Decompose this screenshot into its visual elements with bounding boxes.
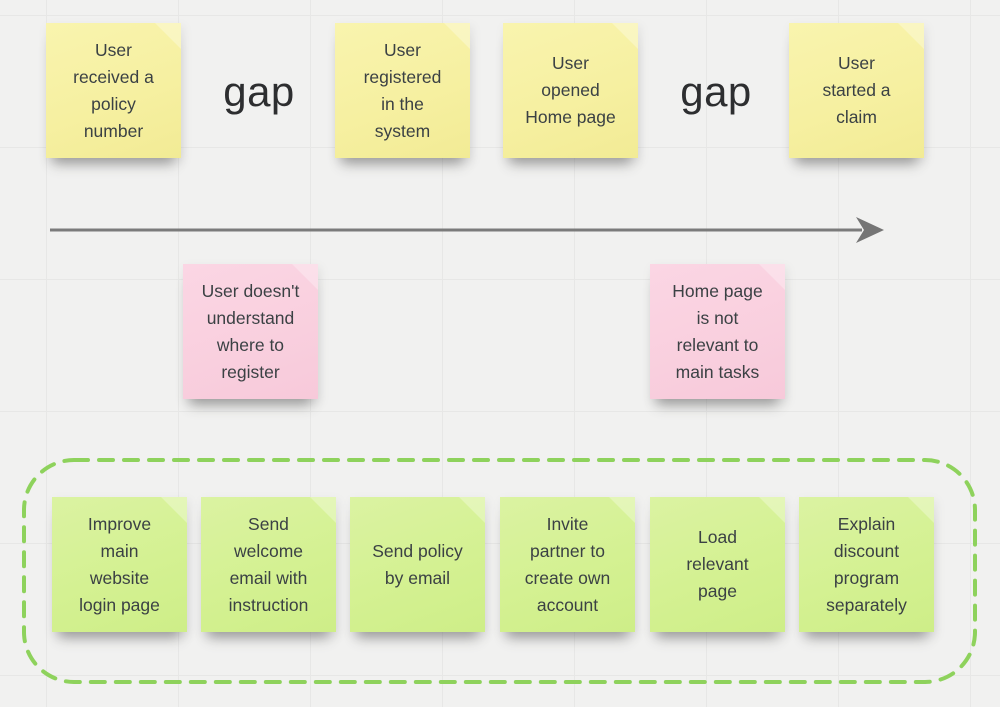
pain-note-register-confusion[interactable]: User doesn't understand where to registe… bbox=[183, 264, 318, 399]
step-note-text: User registered in the system bbox=[363, 39, 442, 141]
step-note-text: User received a policy number bbox=[73, 39, 154, 141]
solution-note-explain-discount[interactable]: Explain discount program separately bbox=[799, 497, 934, 632]
step-note-started-claim[interactable]: User started a claim bbox=[789, 23, 924, 158]
gap-label-2[interactable]: gap bbox=[680, 68, 752, 115]
solution-note-text: Load relevant page bbox=[686, 527, 749, 601]
pain-note-home-irrelevant[interactable]: Home page is not relevant to main tasks bbox=[650, 264, 785, 399]
solution-note-text: Explain discount program separately bbox=[826, 513, 907, 615]
solution-note-text: Send policy by email bbox=[372, 540, 463, 588]
gap-label-1[interactable]: gap bbox=[223, 68, 295, 115]
pain-note-text: User doesn't understand where to registe… bbox=[201, 280, 300, 382]
step-note-text: User opened Home page bbox=[525, 53, 616, 127]
step-note-received-policy[interactable]: User received a policy number bbox=[46, 23, 181, 158]
solution-note-text: Invite partner to create own account bbox=[524, 513, 611, 615]
step-note-opened-home[interactable]: User opened Home page bbox=[503, 23, 638, 158]
pain-note-text: Home page is not relevant to main tasks bbox=[672, 280, 763, 382]
solution-note-policy-email[interactable]: Send policy by email bbox=[350, 497, 485, 632]
solution-note-invite-partner[interactable]: Invite partner to create own account bbox=[500, 497, 635, 632]
step-note-text: User started a claim bbox=[822, 53, 891, 127]
timeline-arrow-icon[interactable] bbox=[44, 214, 894, 246]
step-note-registered-system[interactable]: User registered in the system bbox=[335, 23, 470, 158]
solution-note-improve-login[interactable]: Improve main website login page bbox=[52, 497, 187, 632]
solution-note-text: Improve main website login page bbox=[79, 513, 160, 615]
solution-note-text: Send welcome email with instruction bbox=[228, 513, 309, 615]
solution-note-load-relevant-page[interactable]: Load relevant page bbox=[650, 497, 785, 632]
solution-note-welcome-email[interactable]: Send welcome email with instruction bbox=[201, 497, 336, 632]
solutions-zone-outline[interactable] bbox=[20, 455, 982, 689]
